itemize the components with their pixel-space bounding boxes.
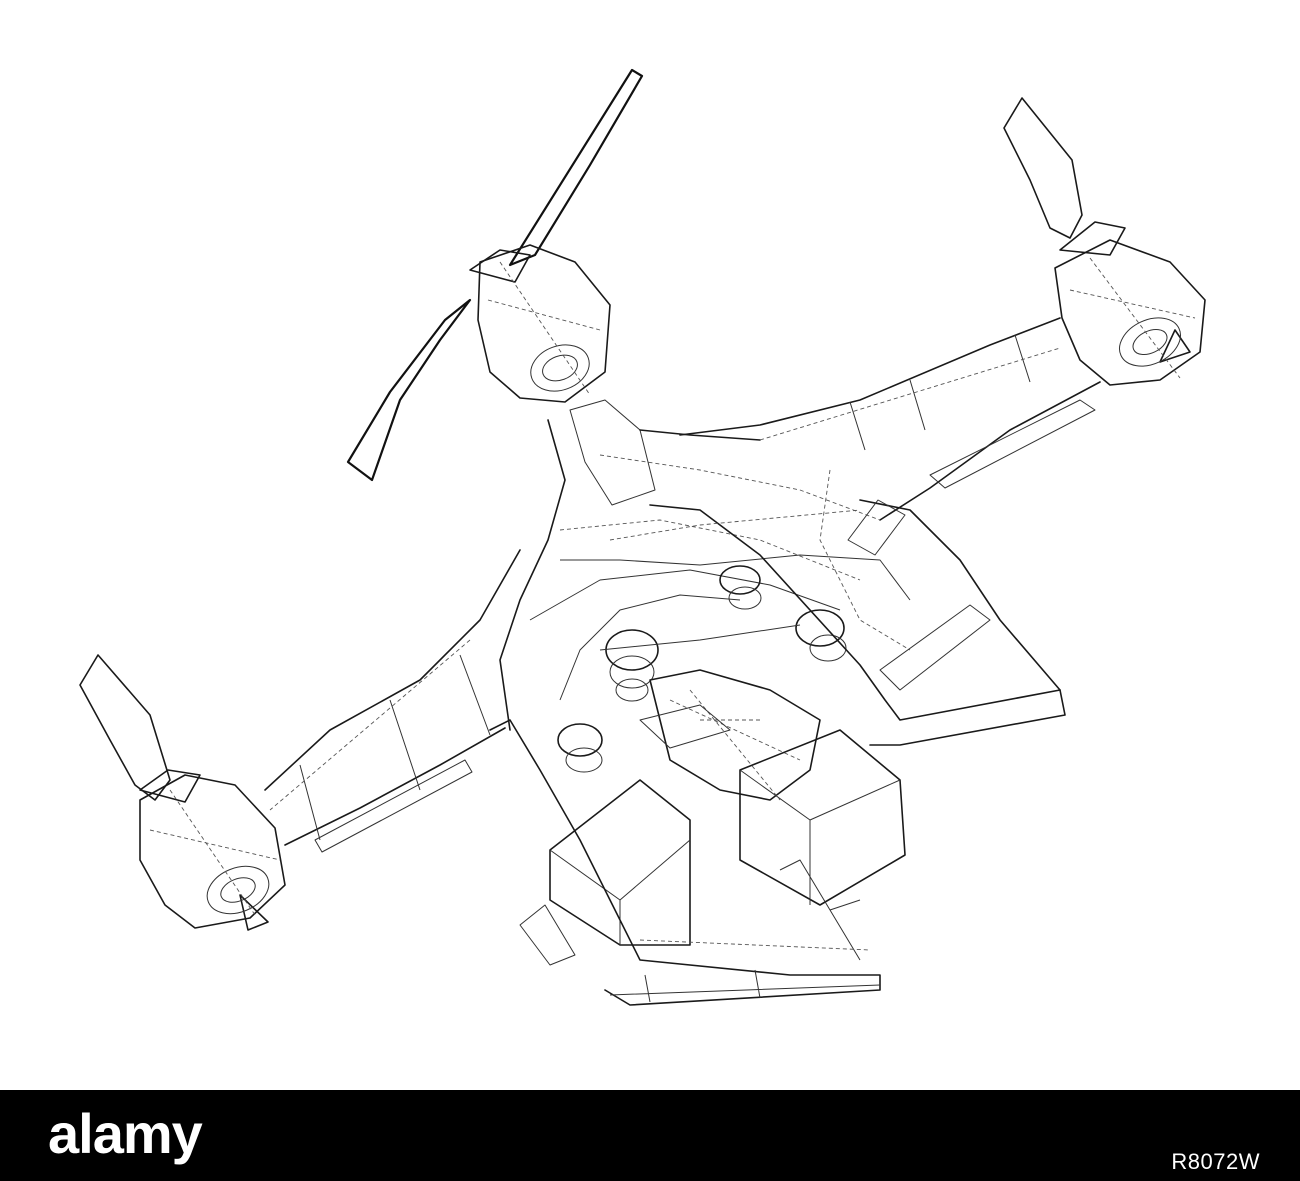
motor-pod-top-left (469, 244, 656, 506)
propeller-bottom-left (79, 654, 269, 931)
gimbal-assembly (557, 565, 847, 801)
payload-box (549, 729, 906, 946)
arm-left (264, 549, 521, 853)
motor-pod-top-right (1054, 221, 1206, 386)
motor-pod-bottom-left (139, 769, 286, 929)
landing-frame (489, 499, 1066, 1006)
propeller-top-left (346, 68, 644, 482)
drone-wireframe-drawing (79, 68, 1206, 1006)
alamy-logo: alamy (48, 1102, 203, 1165)
drone-body (499, 419, 911, 731)
image-id-label: R8072W (1171, 1149, 1260, 1174)
arm-right (679, 317, 1101, 521)
watermark-banner: alamy R8072W (0, 1090, 1300, 1181)
propeller-top-right (1003, 97, 1191, 363)
